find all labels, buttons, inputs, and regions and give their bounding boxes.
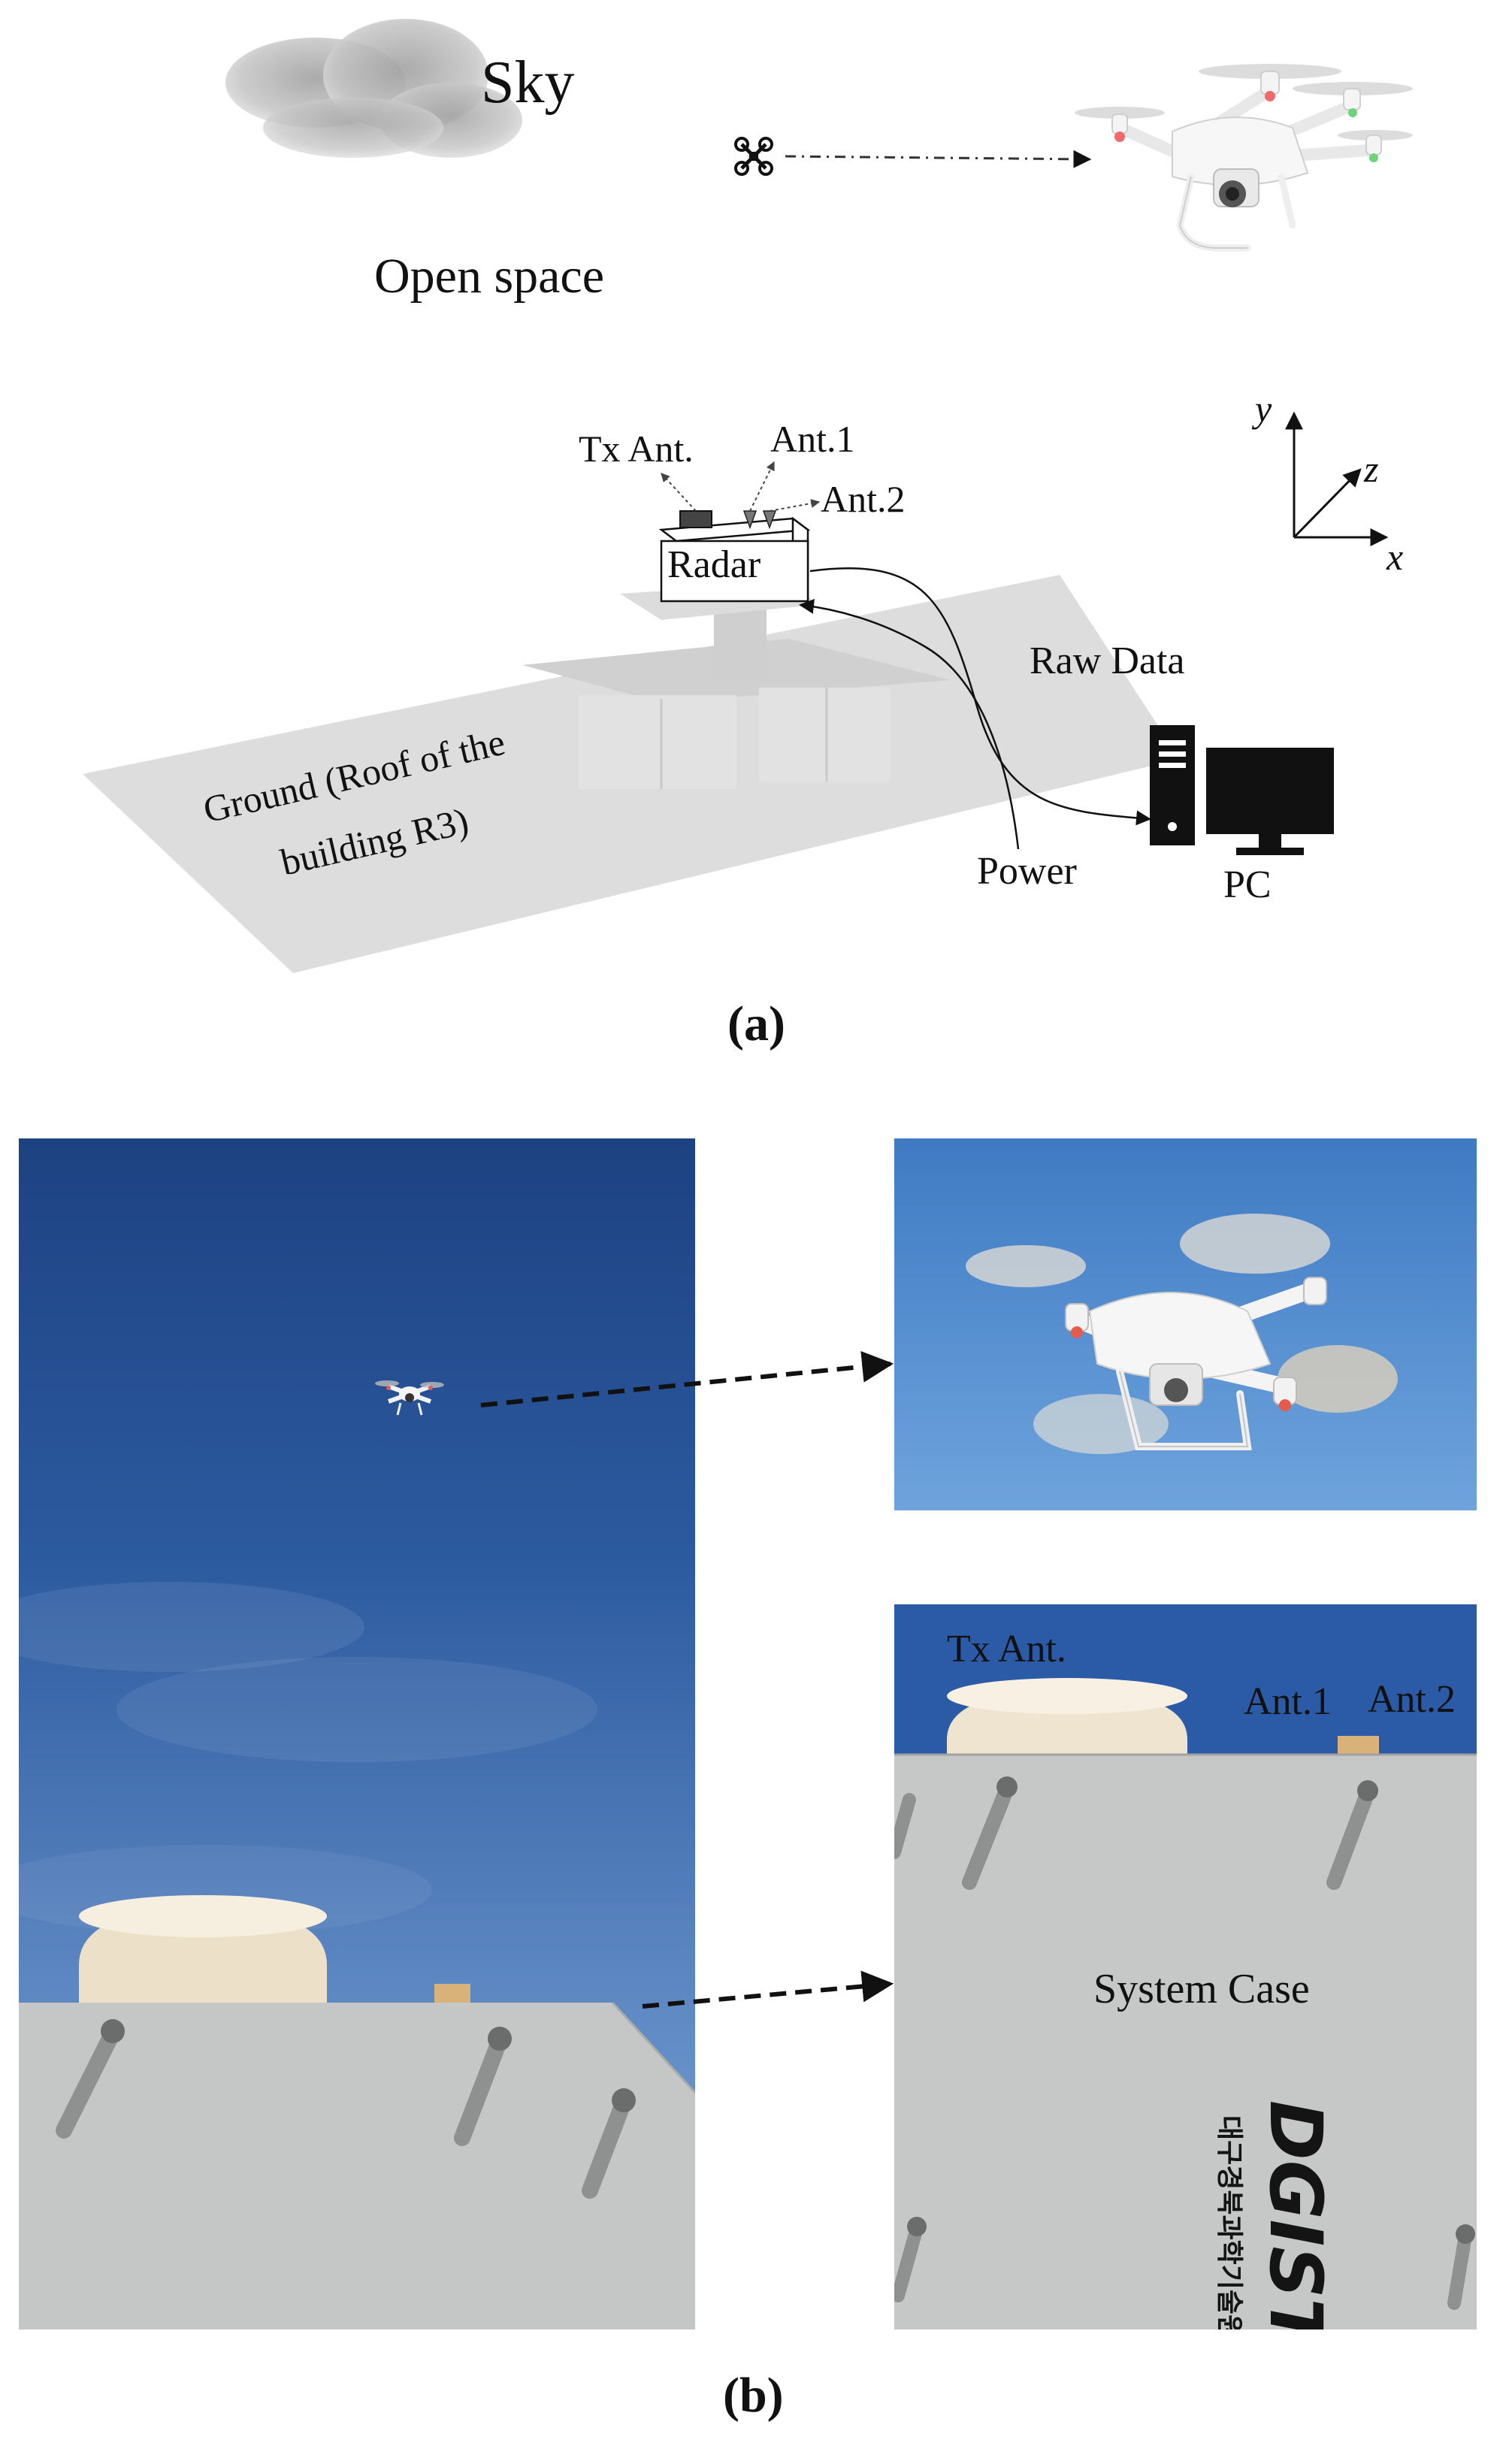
case-ant1-label: Ant.1 — [1244, 1680, 1332, 1723]
coordinate-axes — [1285, 411, 1389, 546]
tx-ant-label: Tx Ant. — [579, 428, 694, 470]
radar-pedestal — [714, 609, 767, 680]
raw-data-label: Raw Data — [1030, 639, 1185, 682]
cloud-icon — [225, 19, 522, 158]
power-arrow — [799, 599, 1020, 850]
drone-illustration — [1075, 64, 1413, 252]
ant1-label: Ant.1 — [770, 418, 855, 460]
photo-sky-with-drone — [19, 1138, 695, 2329]
open-space-label: Open space — [374, 249, 605, 304]
axis-z-label: z — [1364, 448, 1379, 490]
system-case-label: System Case — [1093, 1966, 1310, 2012]
radar-label: Radar — [667, 543, 761, 586]
case-ant2-label: Ant.2 — [1368, 1678, 1456, 1721]
photo-system-case: DGIST 대구경북과학기술원 — [894, 1604, 1477, 2329]
pc-label: PC — [1223, 863, 1272, 906]
dgist-logo: DGIST — [1253, 2100, 1338, 2329]
small-drone-icon — [375, 1380, 444, 1416]
panel-a-caption: (a) — [727, 996, 785, 1051]
system-case-right — [894, 1755, 1477, 2329]
platform-leg-right — [759, 688, 891, 782]
tx-antenna-icon — [679, 510, 712, 528]
drone-symbol-icon — [734, 137, 773, 176]
pc-icon — [1150, 725, 1334, 855]
radar-box — [658, 516, 811, 603]
platform-leg-left — [579, 695, 736, 789]
case-tx-ant-label: Tx Ant. — [947, 1628, 1066, 1670]
ant2-label: Ant.2 — [821, 478, 906, 520]
axis-y-label: y — [1255, 388, 1272, 430]
flight-path-arrow — [785, 150, 1092, 168]
dgist-korean-name: 대구경북과학기술원 — [1214, 2115, 1244, 2329]
raw-data-arrow — [809, 567, 1151, 826]
panel-a-diagram — [83, 19, 1413, 973]
axis-x-label: x — [1387, 536, 1404, 578]
panel-b-caption: (b) — [723, 2368, 784, 2423]
system-case-left — [19, 2003, 695, 2329]
sky-label: Sky — [481, 50, 575, 116]
photo-drone-closeup — [894, 1138, 1477, 1510]
power-label: Power — [977, 850, 1077, 893]
